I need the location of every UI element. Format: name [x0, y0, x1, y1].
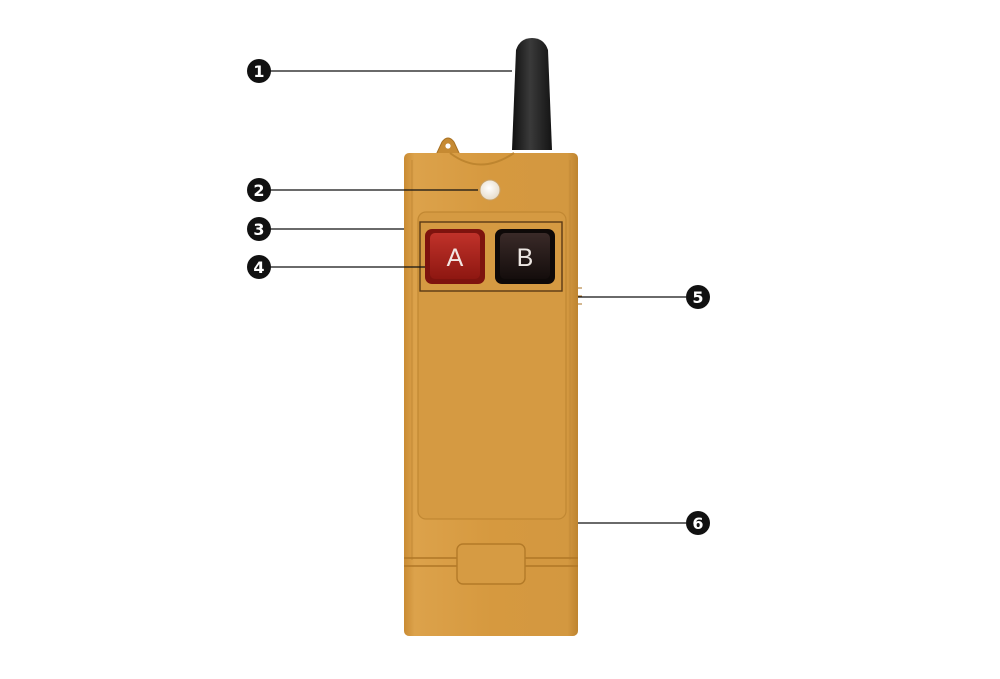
- callout-1-number: 1: [253, 62, 264, 81]
- button-b-label: B: [517, 244, 534, 272]
- button-a-label: A: [447, 244, 464, 272]
- callout-leaders: [270, 70, 686, 524]
- callout-2-number: 2: [253, 181, 264, 200]
- callout-3-number: 3: [253, 220, 264, 239]
- callout-5-number: 5: [692, 288, 703, 307]
- button-a[interactable]: A: [425, 229, 485, 284]
- callout-4-number: 4: [253, 258, 264, 277]
- callout-6: 6: [686, 511, 710, 535]
- callout-4: 4: [247, 255, 271, 279]
- remote-housing: [404, 152, 582, 636]
- button-panel: [419, 221, 563, 292]
- callout-1: 1: [247, 59, 271, 83]
- callout-3: 3: [247, 217, 271, 241]
- callout-2: 2: [247, 178, 271, 202]
- callout-6-number: 6: [692, 514, 703, 533]
- antenna: [512, 38, 552, 150]
- callout-5: 5: [686, 285, 710, 309]
- lanyard-loop: [435, 137, 461, 156]
- button-b[interactable]: B: [495, 229, 555, 284]
- indicator-light: [479, 179, 501, 201]
